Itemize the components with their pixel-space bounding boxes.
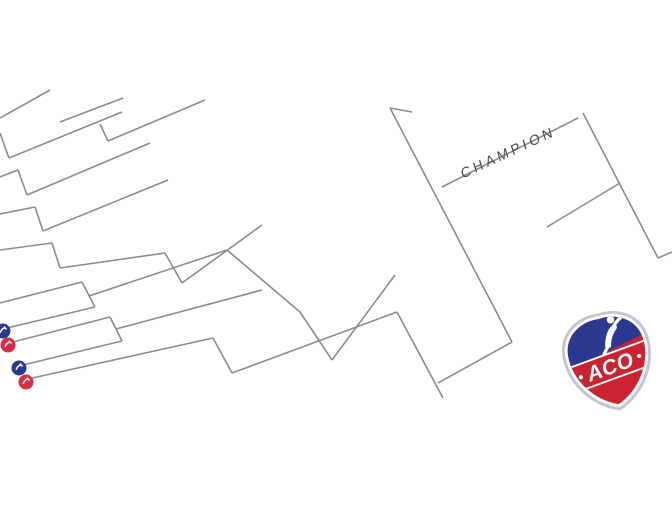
bracket-line — [107, 99, 206, 142]
seed-badges — [0, 323, 34, 390]
aco-logo: ACO — [561, 310, 657, 411]
blue-seed-badge — [11, 360, 27, 376]
bracket-line — [299, 311, 333, 361]
bracket-line — [231, 311, 398, 374]
bracket-line — [0, 132, 10, 159]
bracket-line — [59, 252, 166, 269]
bracket-line-segments — [0, 89, 672, 399]
bracket-line — [22, 340, 123, 366]
bracket-line — [441, 117, 579, 188]
banner-dot-right — [637, 353, 642, 359]
bracket-line — [6, 306, 96, 329]
bracket-line — [34, 206, 44, 232]
bracket-line — [389, 107, 413, 113]
bracket-line — [81, 281, 96, 308]
bracket-line — [0, 206, 36, 215]
blue-seed-badge — [0, 323, 11, 339]
bracket-line — [582, 112, 659, 259]
bracket-line — [546, 182, 621, 228]
bracket-line — [8, 111, 123, 159]
bracket-line — [657, 251, 672, 259]
bracket-line — [0, 89, 51, 119]
bracket-line — [389, 107, 513, 343]
red-seed-badge — [18, 374, 34, 390]
bracket-line — [437, 341, 513, 384]
bracket-line — [212, 337, 233, 374]
bracket-line — [226, 249, 301, 313]
bracket-line — [42, 179, 169, 232]
bracket-line — [0, 242, 53, 251]
bracket-line — [331, 274, 396, 361]
bracket-line — [0, 281, 83, 304]
bracket-line — [99, 123, 109, 142]
bracket-line — [396, 311, 444, 399]
bracket-line — [59, 97, 124, 123]
bracket-line — [17, 169, 28, 196]
bracket-line — [0, 169, 19, 178]
red-seed-badge — [0, 337, 16, 353]
banner-dot-left — [578, 375, 583, 380]
bracket-line — [27, 337, 214, 380]
bracket-line — [26, 142, 151, 196]
bracket-line — [12, 316, 111, 343]
bracket-line — [88, 249, 228, 297]
bracket-line — [51, 242, 61, 269]
bracket-line — [181, 224, 263, 284]
bracket-line — [115, 289, 263, 330]
